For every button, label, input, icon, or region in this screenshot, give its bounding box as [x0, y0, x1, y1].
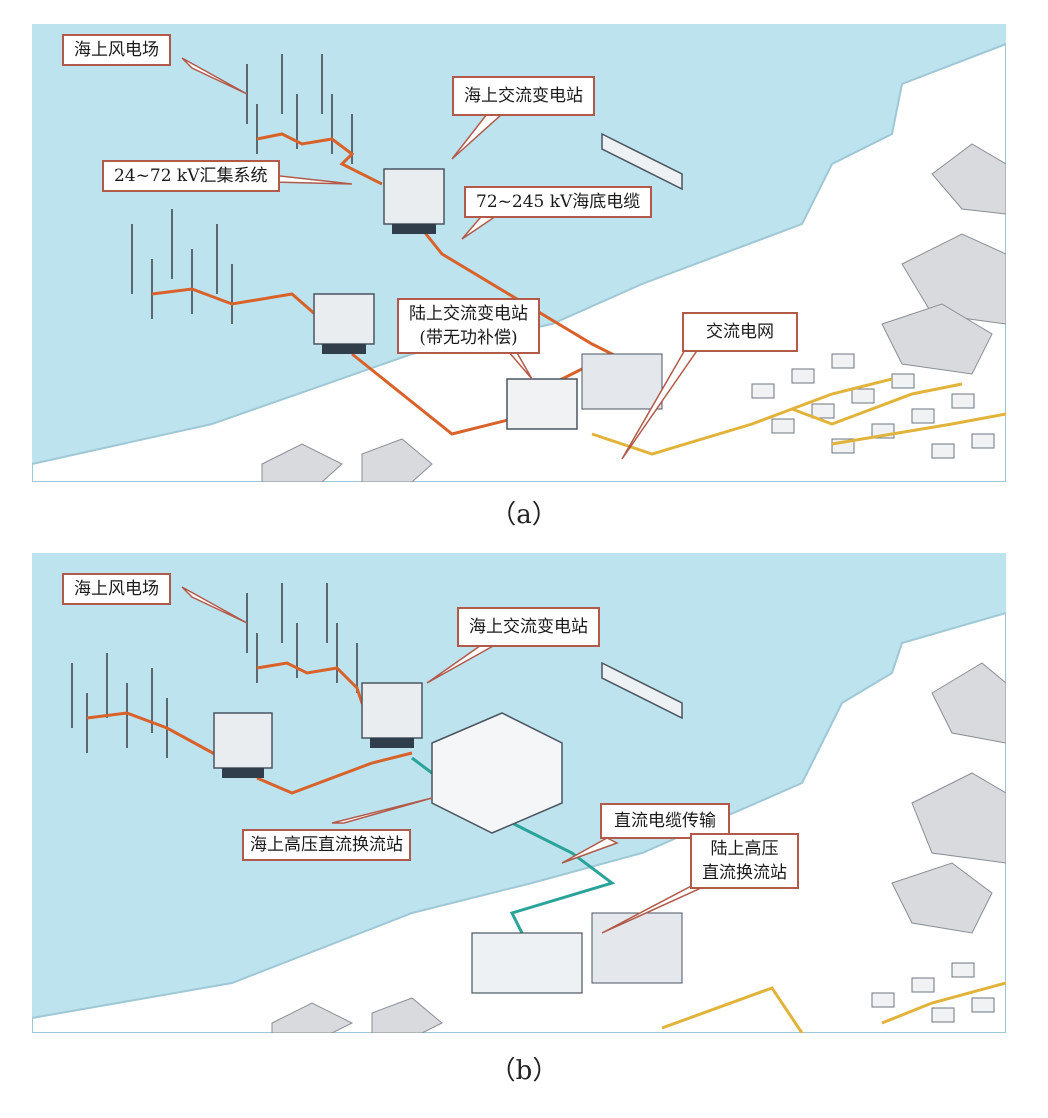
- village: [751, 353, 995, 459]
- offshore-substation-b1: [213, 712, 273, 778]
- callout-onshore-ac-station: 陆上交流变电站 (带无功补偿): [397, 298, 540, 354]
- onshore-ac-station: [506, 353, 663, 430]
- caption-b: （b）: [489, 1056, 559, 1086]
- callout-ac-grid: 交流电网: [682, 312, 798, 352]
- dc-cable: [411, 756, 616, 934]
- caption-a: （a）: [490, 500, 558, 530]
- wind-farm-b-top: [246, 583, 358, 693]
- onshore-hvdc-station: [471, 912, 683, 994]
- offshore-substation-a2: [313, 293, 375, 354]
- callout-pointers-b: [181, 586, 713, 934]
- panel-a: 海上风电场 24~72 kV汇集系统 海上交流变电站 72~245 kV海底电缆…: [32, 24, 1006, 482]
- callout-pointers-a: [181, 57, 714, 460]
- onshore-hvdc-line1: 陆上高压: [710, 839, 779, 859]
- callout-offshore-ac-a: 海上交流变电站: [452, 76, 595, 116]
- village: [871, 962, 995, 1023]
- callout-onshore-hvdc-station: 陆上高压 直流换流站: [690, 833, 799, 889]
- offshore-hvdc-station: [431, 712, 563, 834]
- ac-grid-lines: [591, 377, 1006, 456]
- ship-a: [601, 132, 683, 191]
- offshore-substation-a1: [383, 168, 445, 234]
- panel-b: 海上风电场 海上交流变电站 海上高压直流换流站 直流电缆传输 陆上高压 直流换流…: [32, 553, 1006, 1033]
- onshore-hvdc-line2: 直流换流站: [702, 863, 787, 883]
- callout-submarine-cable: 72~245 kV海底电缆: [464, 186, 653, 218]
- callout-collection-system: 24~72 kV汇集系统: [102, 160, 280, 192]
- callout-wind-farm-a: 海上风电场: [62, 34, 171, 66]
- callout-wind-farm-b: 海上风电场: [62, 573, 171, 605]
- callout-offshore-hvdc: 海上高压直流换流站: [242, 829, 411, 861]
- coastline-land: [32, 42, 1006, 482]
- ac-grid-lines: [661, 981, 1006, 1033]
- ship-b: [601, 661, 683, 720]
- onshore-ac-line2: (带无功补偿): [419, 328, 518, 348]
- hills: [261, 143, 1006, 482]
- coastline-land: [32, 611, 1006, 1033]
- hills: [271, 662, 1006, 1033]
- onshore-ac-line1: 陆上交流变电站: [409, 304, 528, 324]
- wind-farm-a-bottom: [131, 209, 233, 324]
- callout-offshore-ac-b: 海上交流变电站: [457, 607, 600, 647]
- callout-dc-cable: 直流电缆传输: [600, 803, 730, 839]
- offshore-substation-b2: [361, 682, 423, 748]
